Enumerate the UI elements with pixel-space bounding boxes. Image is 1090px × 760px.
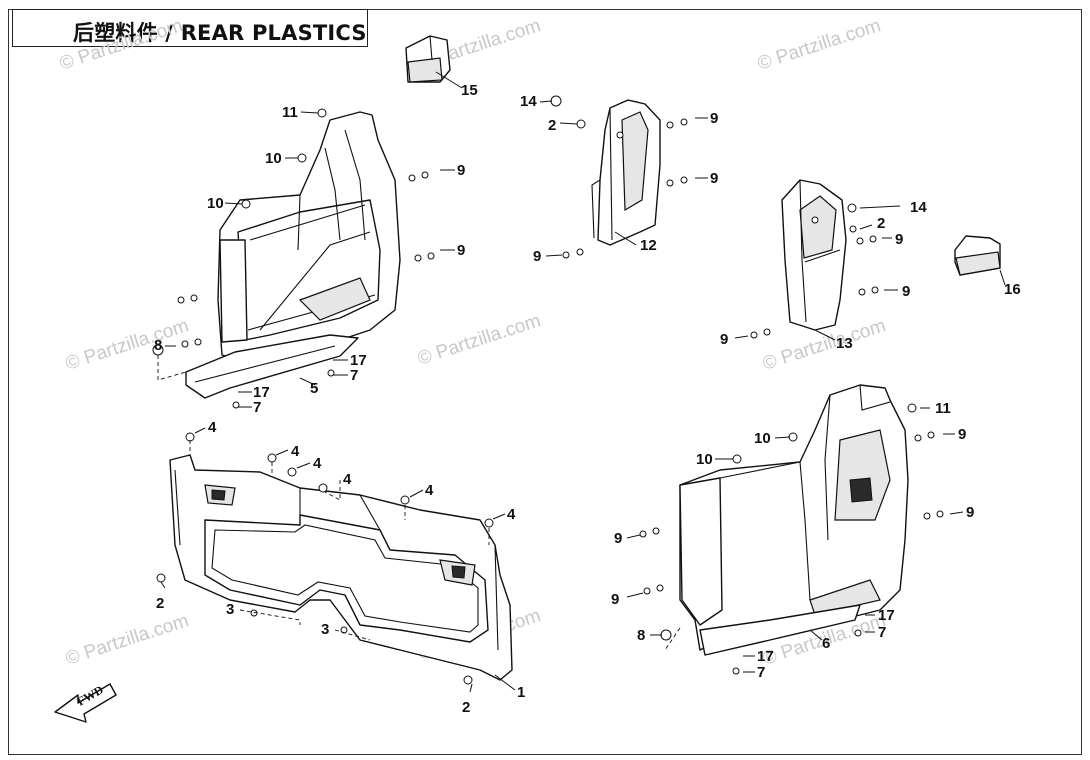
- watermark: © Partzilla.com: [415, 310, 543, 370]
- callout-4: 4: [343, 471, 352, 488]
- callout-11: 11: [935, 400, 951, 417]
- callout-2: 2: [156, 595, 164, 612]
- callout-14: 14: [910, 199, 927, 216]
- callout-9: 9: [614, 530, 622, 547]
- part-16-cap: [954, 235, 1001, 276]
- callout-9: 9: [710, 170, 718, 187]
- callout-9: 9: [958, 426, 966, 443]
- callout-9: 9: [457, 162, 465, 179]
- callout-10: 10: [754, 430, 771, 447]
- watermark: © Partzilla.com: [755, 15, 883, 75]
- callout-10: 10: [696, 451, 713, 468]
- callout-5: 5: [310, 380, 318, 397]
- callout-10: 10: [207, 195, 224, 212]
- callout-14: 14: [520, 93, 537, 110]
- callout-2: 2: [877, 215, 885, 232]
- callout-7: 7: [350, 367, 358, 384]
- part-12-center-bracket: [591, 99, 661, 246]
- callout-2: 2: [462, 699, 470, 716]
- callout-2: 2: [548, 117, 556, 134]
- callout-7: 7: [878, 624, 886, 641]
- part-5-left-side-panel: [185, 111, 401, 399]
- callout-4: 4: [291, 443, 300, 460]
- diagram-title: 后塑料件 / REAR PLASTICS: [73, 21, 367, 45]
- watermark: © Partzilla.com: [57, 15, 185, 75]
- callout-4: 4: [208, 419, 217, 436]
- callout-13: 13: [836, 335, 853, 352]
- callout-labels: 15 11 10 10 9 9 8 5 17 7 17 7 14 2 9 9 9…: [154, 82, 1021, 716]
- callout-1: 1: [517, 684, 525, 701]
- callout-17: 17: [878, 607, 895, 624]
- callout-4: 4: [313, 455, 322, 472]
- callout-11: 11: [282, 104, 298, 121]
- part-1-rear-panel: [169, 454, 513, 681]
- callout-4: 4: [507, 506, 516, 523]
- callout-3: 3: [226, 601, 234, 618]
- callout-17: 17: [757, 648, 774, 665]
- callout-12: 12: [640, 237, 657, 254]
- callout-6: 6: [822, 635, 830, 652]
- title-box: 后塑料件 / REAR PLASTICS: [12, 9, 368, 47]
- part-15-cap: [405, 35, 451, 83]
- callout-9: 9: [720, 331, 728, 348]
- callout-8: 8: [154, 337, 162, 354]
- watermark: © Partzilla.com: [63, 610, 191, 670]
- callout-9: 9: [966, 504, 974, 521]
- callout-9: 9: [895, 231, 903, 248]
- part-6-right-side-panel: [679, 384, 909, 656]
- callout-10: 10: [265, 150, 282, 167]
- callout-9: 9: [710, 110, 718, 127]
- callout-16: 16: [1004, 281, 1021, 298]
- part-13-right-bracket: [781, 179, 847, 331]
- callout-9: 9: [611, 591, 619, 608]
- fasteners: [152, 95, 944, 685]
- callout-9: 9: [457, 242, 465, 259]
- leader-lines: [157, 71, 1006, 693]
- callout-17: 17: [253, 384, 270, 401]
- watermark: © Partzilla.com: [63, 315, 191, 375]
- callout-9: 9: [902, 283, 910, 300]
- fwd-arrow-icon: FWD: [54, 682, 117, 723]
- callout-15: 15: [461, 82, 478, 99]
- callout-8: 8: [637, 627, 645, 644]
- callout-4: 4: [425, 482, 434, 499]
- callout-9: 9: [533, 248, 541, 265]
- callout-7: 7: [757, 664, 765, 681]
- callout-7: 7: [253, 399, 261, 416]
- callout-3: 3: [321, 621, 329, 638]
- callout-17: 17: [350, 352, 367, 369]
